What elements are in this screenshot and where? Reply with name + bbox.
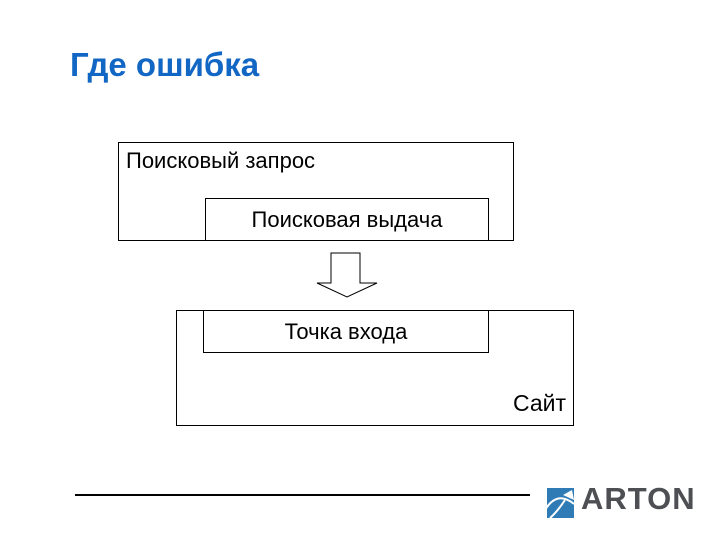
- site-label: Сайт: [512, 390, 566, 416]
- entry-point-box: Точка входа: [203, 310, 489, 353]
- down-arrow-icon: [316, 252, 378, 298]
- footer-divider: [75, 494, 530, 496]
- entry-point-label: Точка входа: [284, 318, 408, 344]
- search-query-label: Поисковый запрос: [126, 148, 316, 173]
- slide-title: Где ошибка: [70, 46, 260, 83]
- search-results-box: Поисковая выдача: [205, 198, 489, 241]
- arton-logo-text: ARTON: [581, 481, 696, 516]
- search-results-label: Поисковая выдача: [251, 206, 443, 232]
- arton-logo-globe-arrow-icon: [547, 488, 574, 518]
